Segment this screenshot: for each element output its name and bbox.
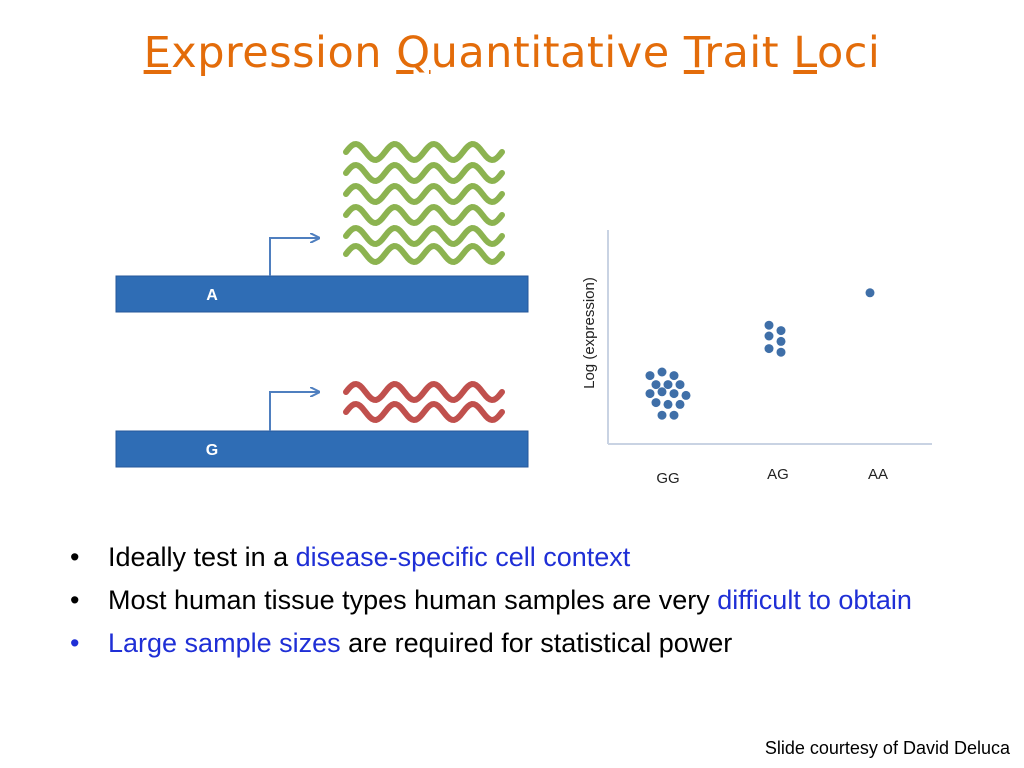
bullet-item: • Ideally test in a disease-specific cell…: [68, 540, 968, 574]
transcript-wave: [343, 203, 505, 227]
allele-label-g: G: [206, 442, 218, 459]
slide-title: Expression Quantitative Trait Loci: [0, 28, 1024, 78]
chart-point-gg: [663, 380, 673, 390]
bullet-highlight: disease-specific cell context: [295, 542, 631, 572]
bullet-text: Most human tissue types human samples ar…: [108, 585, 718, 615]
bullet-text-after: are required for statistical power: [340, 628, 733, 658]
transcript-wave: [343, 140, 505, 164]
chart-point-gg: [651, 380, 661, 390]
chart-point-aa: [865, 288, 875, 298]
chart-point-ag: [764, 320, 774, 330]
chart-point-gg: [651, 398, 661, 408]
dna-bar-a: [115, 275, 529, 313]
chart-point-gg: [675, 399, 685, 409]
eqtl-figure: A G Log (expression) GG AG AA: [115, 140, 932, 487]
chart-x-tick-aa: AA: [868, 466, 888, 483]
bullet-marker: •: [70, 542, 80, 572]
bullet-marker: •: [70, 585, 80, 615]
title-part-trait: Trait: [683, 28, 794, 78]
bullet-list: • Ideally test in a disease-specific cell…: [68, 540, 968, 669]
chart-point-gg: [681, 390, 691, 400]
title-part-expression: Expression: [143, 28, 397, 78]
transcript-wave: [343, 242, 505, 266]
chart-point-ag: [776, 347, 786, 357]
allele-label-a: A: [206, 287, 218, 304]
chart-x-tick-gg: GG: [656, 470, 679, 487]
bullet-highlight: Large sample sizes: [108, 628, 341, 658]
chart-points: [645, 288, 875, 420]
chart-point-gg: [675, 380, 685, 390]
bullet-highlight: difficult to obtain: [717, 585, 912, 615]
chart-point-ag: [776, 326, 786, 336]
transcription-arrow-a: [269, 238, 318, 276]
chart-point-gg: [645, 371, 655, 381]
bullet-item: • Most human tissue types human samples a…: [68, 583, 968, 617]
chart-point-gg: [669, 371, 679, 381]
bullet-marker: •: [70, 628, 80, 658]
chart-point-ag: [776, 336, 786, 346]
chart-point-gg: [669, 389, 679, 399]
title-part-quantitative: Quantitative: [396, 28, 684, 78]
chart-x-tick-ag: AG: [767, 466, 789, 483]
chart-point-ag: [764, 344, 774, 354]
chart-point-gg: [657, 387, 667, 397]
expression-chart: Log (expression) GG AG AA: [581, 230, 932, 487]
bullet-item: • Large sample sizes are required for sta…: [68, 626, 968, 660]
dna-bar-g: [115, 430, 529, 468]
transcript-wave: [343, 161, 505, 185]
transcripts-low-expression: [343, 380, 505, 424]
chart-point-gg: [645, 389, 655, 399]
transcript-wave: [343, 380, 505, 404]
transcript-wave: [343, 400, 505, 424]
transcripts-high-expression: [343, 140, 505, 266]
chart-point-ag: [764, 331, 774, 341]
chart-point-gg: [657, 410, 667, 420]
chart-y-label: Log (expression): [581, 277, 598, 389]
chart-point-gg: [669, 410, 679, 420]
bullet-text: Ideally test in a: [108, 542, 296, 572]
transcript-wave: [343, 182, 505, 206]
transcript-wave: [343, 224, 505, 248]
title-part-loci: Loci: [793, 28, 881, 78]
slide-credit: Slide courtesy of David Deluca: [764, 738, 1010, 758]
transcription-arrow-g: [269, 392, 318, 431]
chart-point-gg: [657, 367, 667, 377]
chart-point-gg: [663, 399, 673, 409]
